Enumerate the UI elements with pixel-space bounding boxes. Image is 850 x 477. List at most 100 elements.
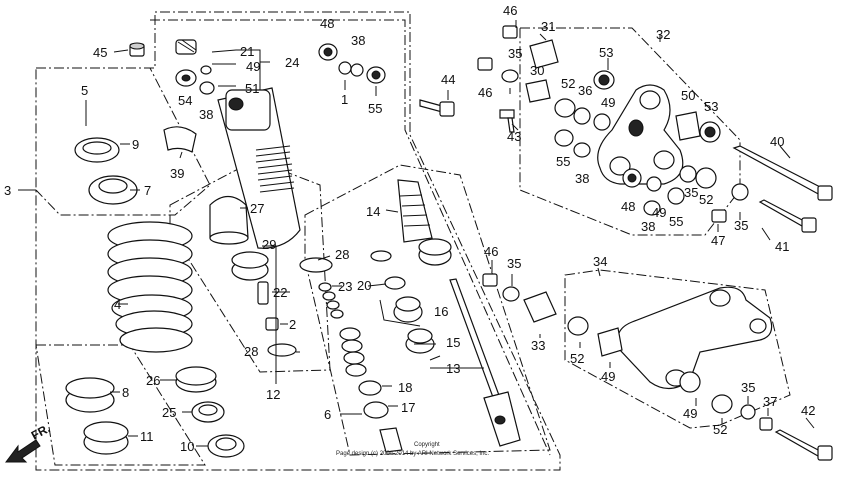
part-55-seal-3 xyxy=(667,187,685,205)
part-29-seal xyxy=(231,251,269,281)
callout-52-link-right: 52 xyxy=(699,192,713,207)
part-2-nut xyxy=(265,317,279,331)
part-35-washer-4 xyxy=(502,286,520,302)
part-4-spring xyxy=(107,221,193,353)
part-37-nut xyxy=(759,417,773,431)
part-15-seal xyxy=(405,328,435,354)
callout-49-link-bottom: 49 xyxy=(652,205,666,220)
part-35-washer-2 xyxy=(679,165,697,183)
part-46-nut-2 xyxy=(477,57,493,71)
part-53-bearing xyxy=(593,70,615,90)
callout-32: 32 xyxy=(656,27,670,42)
callout-49-top: 49 xyxy=(246,59,260,74)
callout-6: 6 xyxy=(324,407,331,422)
part-42-bolt xyxy=(774,429,833,461)
part-28-circlip-upper xyxy=(299,257,333,273)
callout-11: 11 xyxy=(140,429,154,444)
part-53-bearing-2 xyxy=(699,121,721,143)
front-direction-indicator: FR. xyxy=(5,421,53,463)
callout-24: 24 xyxy=(285,55,299,70)
callout-28-upper: 28 xyxy=(335,247,349,262)
part-52-seal-4 xyxy=(711,394,733,414)
callout-28-lower: 28 xyxy=(244,344,258,359)
part-11-ring xyxy=(83,421,129,455)
callout-4: 4 xyxy=(114,297,121,312)
part-55-seal xyxy=(366,66,386,84)
callout-51: 51 xyxy=(245,81,259,96)
part-13-damper-rod xyxy=(449,278,521,447)
callout-25: 25 xyxy=(162,405,176,420)
callout-20: 20 xyxy=(357,278,371,293)
callout-53-top: 53 xyxy=(599,45,613,60)
callout-31: 31 xyxy=(541,19,555,34)
part-47-nut xyxy=(711,209,727,223)
front-label: FR. xyxy=(29,421,53,442)
part-washer-small xyxy=(370,250,392,262)
callout-39: 39 xyxy=(170,166,184,181)
callout-50: 50 xyxy=(681,88,695,103)
part-20-washer xyxy=(384,276,406,290)
part-38-washer-3 xyxy=(643,200,661,216)
part-26-ring xyxy=(175,366,217,393)
leader-lines xyxy=(18,20,815,447)
callout-46-top: 46 xyxy=(503,3,517,18)
callout-38-top-mid: 38 xyxy=(351,33,365,48)
part-21-adjuster-spring xyxy=(175,39,197,55)
part-22-valve xyxy=(257,281,269,305)
callout-52-arm-right: 52 xyxy=(713,422,727,437)
part-14-boot xyxy=(397,179,433,243)
part-6-rod-stack xyxy=(339,327,367,377)
callout-13: 13 xyxy=(446,361,460,376)
part-49-ring-top xyxy=(200,65,212,75)
part-cap xyxy=(418,238,452,266)
callout-35-bottom: 35 xyxy=(741,380,755,395)
callout-34: 34 xyxy=(593,254,607,269)
callout-42: 42 xyxy=(801,403,815,418)
part-17-ring xyxy=(363,401,389,419)
callout-38-link-left: 38 xyxy=(575,171,589,186)
part-27-bump-rubber xyxy=(209,195,249,245)
callout-1: 1 xyxy=(341,92,348,107)
part-38-washer-top xyxy=(199,81,215,95)
callout-35-top: 35 xyxy=(508,46,522,61)
callout-46-mid: 46 xyxy=(484,244,498,259)
part-46-nut-3 xyxy=(482,273,498,287)
callout-8: 8 xyxy=(122,385,129,400)
callout-48-top: 48 xyxy=(320,16,334,31)
part-18-ring xyxy=(358,380,382,396)
part-8-spring-seat xyxy=(65,377,115,413)
part-10-clip xyxy=(207,434,245,458)
callout-labels: 1 2 3 4 5 6 7 8 9 10 11 12 13 14 15 16 1… xyxy=(4,3,815,454)
callout-35-link: 35 xyxy=(684,185,698,200)
part-40-bolt xyxy=(732,145,833,201)
callout-43: 43 xyxy=(507,129,521,144)
part-54-dust-seal xyxy=(175,69,197,87)
part-50-bearing xyxy=(675,111,701,141)
part-43-bolt xyxy=(499,109,515,133)
part-25-ring xyxy=(191,401,225,423)
part-55-seal-2 xyxy=(554,129,574,147)
callout-14: 14 xyxy=(366,204,380,219)
part-23-piston-stack xyxy=(318,282,344,319)
callout-36: 36 xyxy=(578,83,592,98)
part-9-lock-nut xyxy=(74,137,120,163)
part-46-nut xyxy=(502,25,518,39)
callout-49-arm-left: 49 xyxy=(601,369,615,384)
part-16-seal xyxy=(393,296,423,323)
part-33-collar xyxy=(523,291,557,323)
part-36-collar xyxy=(573,107,591,125)
callout-16: 16 xyxy=(434,304,448,319)
callout-38-top-left: 38 xyxy=(199,107,213,122)
callout-53-right: 53 xyxy=(704,99,718,114)
shock-body xyxy=(217,87,301,249)
callout-46-left: 46 xyxy=(478,85,492,100)
callout-35-right: 35 xyxy=(734,218,748,233)
callout-15: 15 xyxy=(446,335,460,350)
part-35-washer-5 xyxy=(740,404,756,420)
part-31-collar xyxy=(529,39,559,69)
callout-40: 40 xyxy=(770,134,784,149)
part-52-seal-2 xyxy=(695,167,717,189)
callout-23: 23 xyxy=(338,279,352,294)
part-38-washer xyxy=(350,63,364,77)
